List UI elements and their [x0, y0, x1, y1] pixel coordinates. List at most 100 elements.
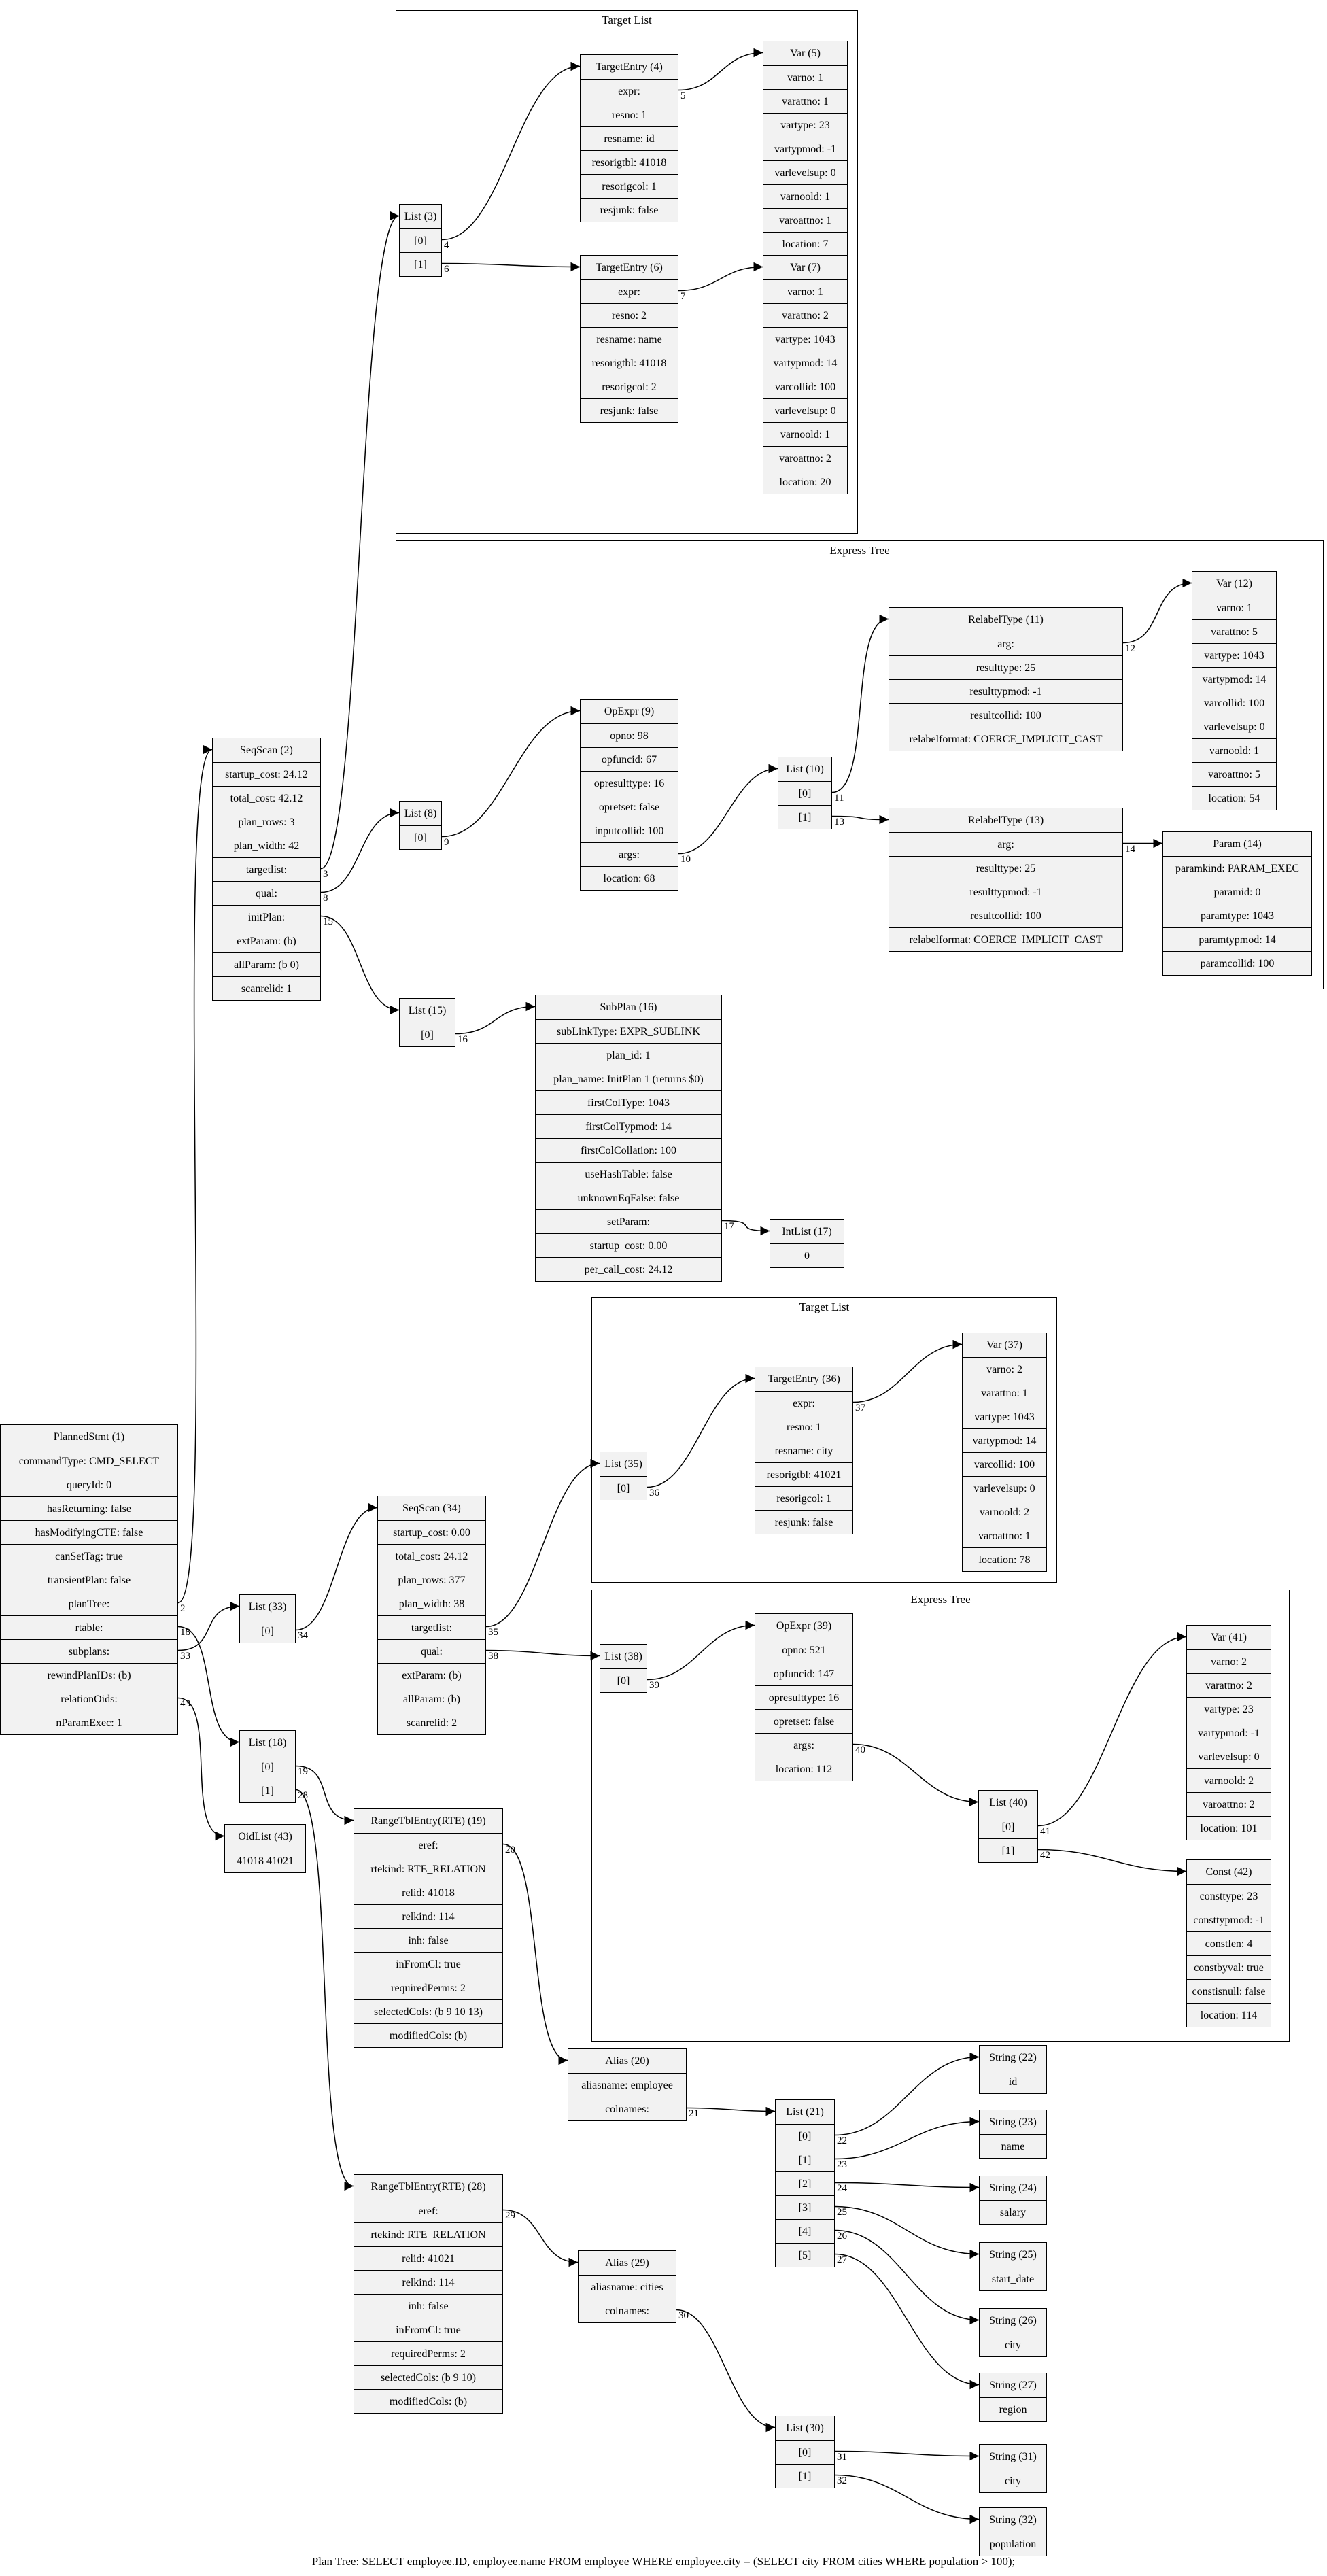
node-33: List (33)[0]	[239, 1594, 296, 1643]
edge-label-10: 10	[680, 853, 691, 865]
node-field: relid: 41021	[354, 2246, 502, 2270]
node-28: RangeTblEntry(RTE) (28)eref:rtekind: RTE…	[354, 2174, 503, 2414]
node-field: resorigtbl: 41018	[581, 351, 678, 375]
node-field: args:	[755, 1733, 852, 1757]
edge-label-42: 42	[1040, 1849, 1050, 1861]
edge-label-30: 30	[678, 2309, 689, 2321]
node-field: resulttypmod: -1	[889, 679, 1122, 703]
edge-label-38: 38	[488, 1650, 498, 1662]
node-field: planTree:	[1, 1592, 177, 1615]
node-30: List (30)[0][1]	[775, 2416, 835, 2488]
node-title: SeqScan (34)	[402, 1502, 461, 1514]
node-field: varoattno: 2	[763, 446, 847, 470]
node-field: vartype: 23	[763, 113, 847, 137]
node-field: varnoold: 2	[1187, 1768, 1271, 1792]
edge-label-3: 3	[323, 868, 328, 880]
node-title: List (35)	[604, 1458, 642, 1470]
node-15: List (15)[0]	[399, 998, 455, 1047]
node-field: arg:	[889, 832, 1122, 856]
edge-label-9: 9	[444, 836, 449, 848]
node-field: [1]	[776, 2464, 834, 2488]
cluster-title: Target List	[799, 1301, 850, 1313]
node-field: qual:	[378, 1639, 485, 1663]
node-field: [0]	[400, 228, 441, 252]
node-title: PlannedStmt (1)	[53, 1431, 125, 1443]
node-field: inh: false	[354, 2294, 502, 2318]
node-27: String (27)region	[979, 2373, 1047, 2422]
node-title: RelabelType (13)	[967, 814, 1044, 826]
node-38: List (38)[0]	[600, 1644, 647, 1693]
node-field: [1]	[776, 2148, 834, 2171]
edge-8	[320, 808, 400, 893]
node-field: expr:	[581, 279, 678, 303]
node-title: String (22)	[989, 2052, 1037, 2063]
node-field: varnoold: 2	[963, 1500, 1046, 1524]
edge-label-18: 18	[180, 1626, 190, 1638]
node-field: varno: 1	[763, 279, 847, 303]
edge-label-13: 13	[834, 816, 844, 827]
node-field: resjunk: false	[581, 198, 678, 222]
node-field: transientPlan: false	[1, 1568, 177, 1592]
node-field: constlen: 4	[1187, 1931, 1271, 1955]
node-field: location: 101	[1187, 1816, 1271, 1840]
node-title: Var (37)	[986, 1339, 1022, 1351]
node-field: varattno: 5	[1192, 619, 1276, 643]
node-22: String (22)id	[979, 2045, 1047, 2094]
node-field: resorigcol: 2	[581, 375, 678, 398]
node-field: opretset: false	[581, 795, 678, 819]
node-field: eref:	[354, 2199, 502, 2222]
node-10: List (10)[0][1]	[778, 757, 832, 829]
node-field: plan_width: 42	[213, 834, 320, 857]
node-field: resulttype: 25	[889, 655, 1122, 679]
node-field: rtekind: RTE_RELATION	[354, 1857, 502, 1881]
node-field: inFromCl: true	[354, 2318, 502, 2341]
node-title: RelabelType (11)	[968, 614, 1044, 625]
edge-label-15: 15	[323, 916, 333, 927]
node-field: allParam: (b 0)	[213, 952, 320, 976]
edge-label-27: 27	[837, 2254, 847, 2265]
node-field: scanrelid: 2	[378, 1711, 485, 1734]
node-field: varno: 1	[1192, 596, 1276, 619]
node-title: Param (14)	[1213, 838, 1262, 850]
node-field: paramkind: PARAM_EXEC	[1163, 856, 1311, 880]
node-field: resname: name	[581, 327, 678, 351]
node-field: vartype: 1043	[1192, 643, 1276, 667]
node-field: requiredPerms: 2	[354, 2341, 502, 2365]
node-field: constisnull: false	[1187, 1979, 1271, 2003]
node-field: varcollid: 100	[1192, 691, 1276, 715]
node-field: startup_cost: 0.00	[536, 1233, 721, 1257]
node-field: relabelformat: COERCE_IMPLICIT_CAST	[889, 927, 1122, 951]
node-title: OidList (43)	[238, 1831, 292, 1842]
node-35: List (35)[0]	[600, 1452, 647, 1500]
node-field: aliasname: employee	[568, 2073, 686, 2097]
edge-23	[834, 2116, 980, 2160]
edge-label-28: 28	[298, 1789, 308, 1801]
node-title: String (23)	[989, 2116, 1037, 2128]
node-title: RangeTblEntry(RTE) (19)	[370, 1815, 486, 1827]
node-field: 41018 41021	[225, 1849, 305, 1872]
node-field: varlevelsup: 0	[1187, 1745, 1271, 1768]
node-field: hasModifyingCTE: false	[1, 1520, 177, 1544]
node-field: resultcollid: 100	[889, 904, 1122, 927]
node-3: List (3)[0][1]	[399, 204, 442, 277]
node-field: resorigtbl: 41021	[755, 1462, 852, 1486]
node-field: nParamExec: 1	[1, 1711, 177, 1734]
edge-label-4: 4	[444, 239, 449, 251]
node-field: [0]	[776, 2124, 834, 2148]
node-title: String (31)	[989, 2451, 1037, 2462]
node-field: firstColTypmod: 14	[536, 1114, 721, 1138]
node-field: location: 112	[755, 1757, 852, 1781]
node-field: colnames:	[568, 2097, 686, 2120]
node-field: varno: 2	[1187, 1649, 1271, 1673]
node-title: OpExpr (39)	[776, 1620, 832, 1632]
node-field: plan_id: 1	[536, 1043, 721, 1067]
node-field: vartypmod: -1	[763, 137, 847, 160]
